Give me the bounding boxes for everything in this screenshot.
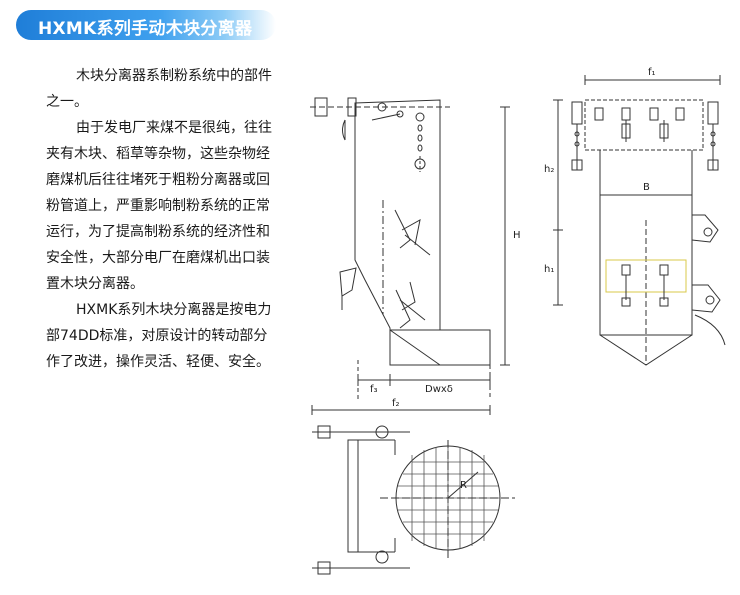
drawing-svg: H f₃ Dwxδ f₂ R f₁ h₂ B h₁ — [310, 67, 726, 575]
label-h1: h₁ — [544, 264, 554, 275]
label-Dwxd: Dwxδ — [425, 384, 453, 395]
label-f3: f₃ — [370, 384, 378, 395]
page-title: HXMK系列手动木块分离器 — [38, 19, 253, 39]
side-elevation-view — [310, 97, 510, 400]
front-elevation-view — [553, 75, 726, 366]
label-R: R — [460, 480, 467, 491]
plan-view — [311, 405, 515, 575]
paragraph-2: 由于发电厂来煤不是很纯，往往夹有木块、稻草等杂物，这些杂物经磨煤机后往往堵死于粗… — [46, 120, 272, 292]
title-banner: HXMK系列手动木块分离器 — [16, 10, 276, 40]
label-B: B — [643, 182, 650, 193]
technical-drawing: H f₃ Dwxδ f₂ R f₁ h₂ B h₁ — [300, 60, 740, 595]
paragraph-3: HXMK系列木块分离器是按电力部74DD标准，对原设计的转动部分作了改进，操作灵… — [46, 302, 272, 370]
paragraph-1: 木块分离器系制粉系统中的部件之一。 — [46, 68, 272, 110]
label-H: H — [513, 230, 521, 241]
description-text: 木块分离器系制粉系统中的部件之一。 由于发电厂来煤不是很纯，往往夹有木块、稻草等… — [46, 63, 276, 375]
label-f1: f₁ — [648, 67, 656, 78]
label-f2: f₂ — [392, 398, 400, 409]
label-h2: h₂ — [544, 164, 554, 175]
